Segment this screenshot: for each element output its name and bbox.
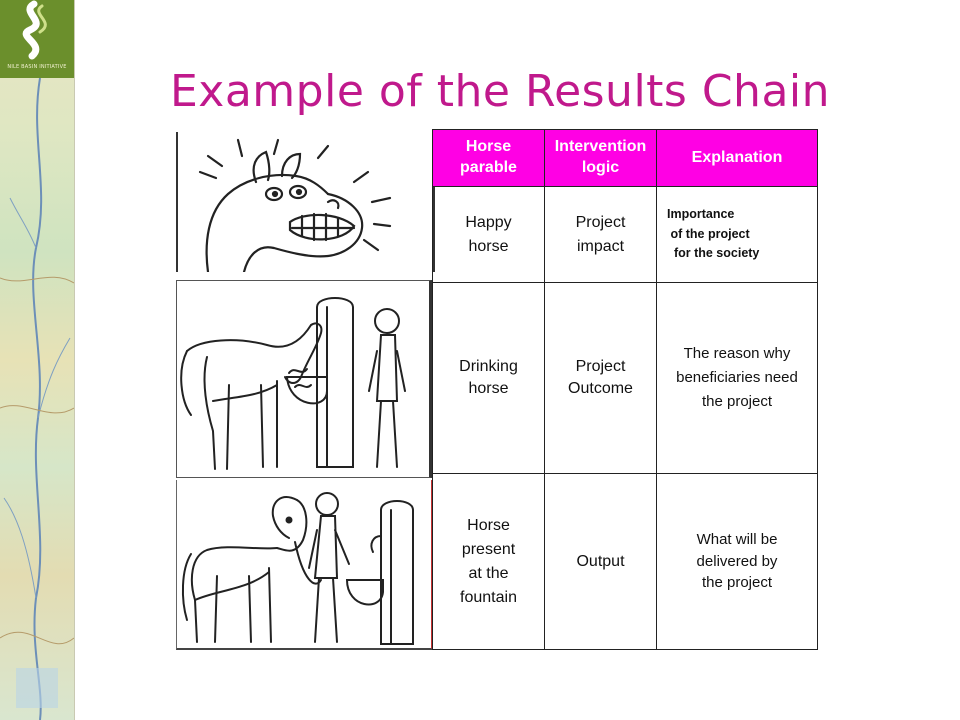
cell-text: Project impact <box>575 213 626 255</box>
cell-text: The reason why beneficiaries need the pr… <box>676 345 798 410</box>
slide-title: Example of the Results Chain <box>170 66 831 117</box>
cell-text: Project Outcome <box>568 358 633 397</box>
drinking-horse-image <box>176 280 432 478</box>
header-label: Explanation <box>691 148 783 166</box>
cell-horse: Drinking horse <box>432 282 545 474</box>
cell-text: Happy horse <box>465 213 512 255</box>
nile-basin-logo: NILE BASIN INITIATIVE <box>0 0 74 78</box>
cell-text: Drinking horse <box>459 358 518 397</box>
horse-at-fountain-cartoon-icon <box>181 492 414 645</box>
cell-text: What will be delivered by the project <box>696 530 778 592</box>
cell-logic: Output <box>544 473 657 650</box>
logo-text: NILE BASIN INITIATIVE <box>7 64 67 70</box>
cell-logic: Project Outcome <box>544 282 657 474</box>
cell-logic: Project impact <box>544 186 657 283</box>
header-label: Horse parable <box>460 138 517 176</box>
cell-explanation: What will be delivered by the project <box>656 473 818 650</box>
cell-horse: Horse present at the fountain <box>432 473 545 650</box>
cell-text: Output <box>576 552 625 570</box>
happy-horse-image <box>176 132 435 272</box>
happy-horse-cartoon-icon <box>198 138 392 272</box>
horse-at-fountain-image <box>176 480 433 650</box>
table-row: Horse present at the fountain Output Wha… <box>432 473 818 650</box>
decorative-map-strip: NILE BASIN INITIATIVE <box>0 0 75 720</box>
header-explanation: Explanation <box>656 129 818 187</box>
map-rivers-icon <box>0 78 74 720</box>
table-header-row: Horse parable Intervention logic Explana… <box>432 129 818 187</box>
header-intervention-logic: Intervention logic <box>544 129 657 187</box>
cell-horse: Happy horse <box>432 186 545 283</box>
river-logo-icon <box>22 0 47 60</box>
table-row: Drinking horse Project Outcome The reaso… <box>432 282 818 474</box>
cell-text: Horse present at the fountain <box>460 516 517 606</box>
cell-explanation: The reason why beneficiaries need the pr… <box>656 282 818 474</box>
drinking-horse-cartoon-icon <box>180 297 406 470</box>
table-row: Happy horse Project impact Importance of… <box>432 186 818 283</box>
header-label: Intervention logic <box>554 138 647 176</box>
results-chain-table: Horse parable Intervention logic Explana… <box>432 129 818 650</box>
cell-text: Importance of the project for the societ… <box>667 207 760 261</box>
cell-explanation: Importance of the project for the societ… <box>656 186 818 283</box>
header-horse-parable: Horse parable <box>432 129 545 187</box>
